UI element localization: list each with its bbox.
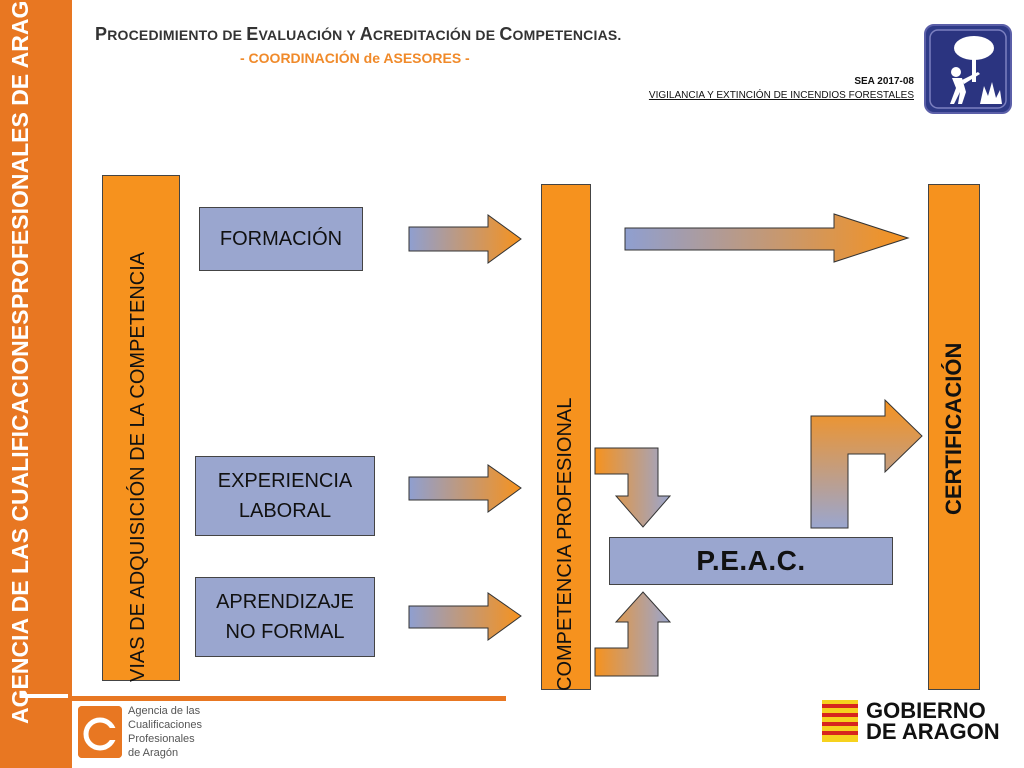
arrow-experiencia (408, 464, 522, 513)
gobierno-logo-text: GOBIERNO DE ARAGON (866, 698, 1000, 744)
title-initial-3: A (359, 24, 373, 44)
title-initial-1: P (95, 24, 108, 44)
agency-name-line-2: Cualificaciones (128, 719, 202, 731)
aprendizaje-line-2: NO FORMAL (225, 621, 345, 643)
footer-divider (72, 696, 506, 701)
peac-label: P.E.A.C. (696, 545, 806, 576)
aprendizaje-line-1: APRENDIZAJE (216, 591, 354, 613)
vias-column: VIAS DE ADQUISICIÓN DE LA COMPETENCIA (102, 175, 180, 682)
arrow-aprendizaje (408, 592, 522, 641)
formacion-box: FORMACIÓN (199, 207, 363, 271)
page-title: PROCEDIMIENTO DE EVALUACIÓN Y ACREDITACI… (95, 24, 622, 45)
flag-stripe (822, 722, 858, 726)
title-rest-1: ROCEDIMIENTO DE (107, 27, 247, 43)
gobierno-line-1: GOBIERNO (866, 698, 986, 723)
agency-name-line-3: Profesionales (128, 733, 195, 745)
certificacion-label: CERTIFICACIÓN (941, 342, 966, 515)
qualification-code: SEA 2017-08 (854, 76, 914, 87)
arrow-peac-to-certificacion (810, 398, 923, 529)
title-initial-4: C (499, 24, 513, 44)
agency-name: Agencia de las Cualificaciones Profesion… (128, 704, 202, 760)
arrow-up-to-peac (594, 591, 672, 677)
vias-label: VIAS DE ADQUISICIÓN DE LA COMPETENCIA (127, 251, 149, 682)
arrow-formacion (408, 214, 522, 264)
experiencia-line-1: EXPERIENCIA (217, 470, 353, 492)
sidebar-band (0, 0, 72, 768)
experiencia-box: EXPERIENCIA LABORAL (195, 456, 375, 536)
title-initial-2: E (246, 24, 259, 44)
title-rest-4: OMPETENCIAS. (512, 27, 622, 43)
peac-box: P.E.A.C. (609, 537, 893, 585)
flag-stripe (822, 713, 858, 717)
agency-logo-icon (78, 706, 122, 758)
experiencia-line-2: LABORAL (238, 500, 332, 522)
page-subtitle: - COORDINACIÓN de ASESORES - (240, 50, 470, 66)
competencia-column: COMPETENCIA PROFESIONAL (541, 184, 591, 691)
firefighter-logo-icon (924, 24, 1012, 114)
certificacion-column: CERTIFICACIÓN (928, 184, 980, 690)
agency-name-line-4: de Aragón (128, 747, 179, 759)
qualification-description: VIGILANCIA Y EXTINCIÓN DE INCENDIOS FORE… (648, 90, 914, 101)
flag-stripe (822, 704, 858, 708)
title-rest-3: CREDITACIÓN DE (372, 27, 500, 43)
sidebar-notch (20, 694, 68, 698)
title-rest-2: VALUACIÓN Y (258, 27, 360, 43)
formacion-label: FORMACIÓN (219, 228, 343, 250)
gobierno-line-2: DE ARAGON (866, 719, 1000, 744)
aprendizaje-box: APRENDIZAJE NO FORMAL (195, 577, 375, 657)
arrow-competencia-certificacion (624, 213, 910, 263)
arrow-down-to-peac (594, 447, 672, 528)
competencia-label: COMPETENCIA PROFESIONAL (554, 397, 576, 691)
flag-stripe (822, 731, 858, 735)
agency-name-line-1: Agencia de las (128, 705, 201, 717)
